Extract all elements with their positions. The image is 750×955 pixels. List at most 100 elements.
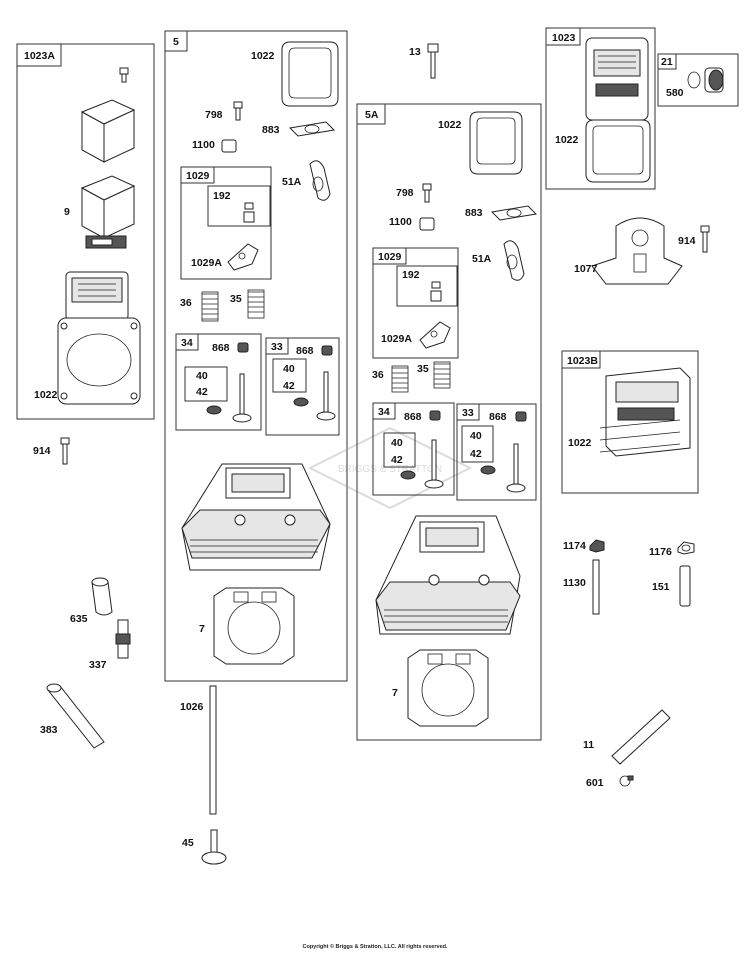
- label-35-a: 35: [230, 293, 242, 305]
- breather-tube-part: [611, 709, 671, 765]
- label-40-a: 40: [196, 370, 208, 382]
- exhaust-valve-b-part: [424, 439, 444, 489]
- group-1023B-frame: [561, 350, 699, 494]
- label-1029A-b: 1029A: [381, 333, 412, 345]
- group-34-b-tag: [372, 402, 396, 420]
- group-5-tag: [164, 30, 188, 52]
- group-1023B-tag: [561, 350, 601, 369]
- label-868-a: 868: [212, 342, 230, 354]
- label-1029-b: 1029: [378, 251, 402, 263]
- bolt-13-part: [427, 43, 439, 79]
- label-5: 5: [173, 36, 179, 48]
- label-192-b: 192: [402, 269, 420, 281]
- valve-spring-36-part: [201, 291, 219, 322]
- group-1029-b-frame: [372, 247, 459, 359]
- screw-798-part: [233, 101, 243, 121]
- copyright-notice: Copyright © Briggs & Stratton, LLC. All …: [302, 944, 448, 950]
- label-13: 13: [409, 46, 421, 58]
- intake-valve-b-part: [506, 443, 526, 493]
- label-151: 151: [652, 581, 670, 593]
- group-5A-tag: [356, 103, 386, 125]
- label-51A-a: 51A: [282, 176, 302, 188]
- spark-plug-tool-part: [46, 683, 105, 749]
- bolt-914-part: [60, 437, 70, 465]
- valve-seal-868-c-part: [429, 410, 441, 421]
- valve-retainer-b-part: [293, 397, 309, 407]
- label-33-b: 33: [462, 407, 474, 419]
- gasket-9-part: [80, 175, 136, 239]
- group-192-b-frame: [396, 265, 458, 307]
- group-40-c-frame: [383, 432, 416, 468]
- label-1176: 1176: [649, 546, 672, 558]
- label-383: 383: [40, 724, 58, 736]
- group-34-b-frame: [372, 402, 455, 496]
- group-1029-a-tag: [180, 166, 215, 184]
- label-40-b: 40: [283, 363, 295, 375]
- head-gasket-b-part: [407, 649, 489, 727]
- label-36-a: 36: [180, 297, 192, 309]
- label-42-b: 42: [283, 380, 295, 392]
- group-192-a-frame: [207, 185, 271, 227]
- label-868-d: 868: [489, 411, 507, 423]
- label-192-a: 192: [213, 190, 231, 202]
- label-798-a: 798: [205, 109, 223, 121]
- group-5A-frame: [356, 103, 542, 741]
- label-1130: 1130: [563, 577, 586, 589]
- label-1023A: 1023A: [24, 50, 55, 62]
- cover-gasket-1023-part: [585, 119, 651, 183]
- label-51A-b: 51A: [472, 253, 492, 265]
- label-1022-b: 1022: [251, 50, 275, 62]
- group-1029-b-tag: [372, 247, 407, 265]
- intake-gasket-883-part: [288, 121, 336, 137]
- label-1023: 1023: [552, 32, 576, 44]
- nut-1176-part: [677, 541, 695, 555]
- label-883-a: 883: [262, 124, 280, 136]
- group-1023-tag: [545, 27, 581, 46]
- label-1029-a: 1029: [186, 170, 210, 182]
- label-868-b: 868: [296, 345, 314, 357]
- label-1022-c: 1022: [438, 119, 462, 131]
- group-21-tag: [657, 53, 677, 70]
- intake-gasket-883-b-part: [490, 205, 538, 221]
- gasket-51A-part: [309, 160, 331, 201]
- valve-spring-35-part: [247, 289, 265, 319]
- exhaust-valve-part: [232, 373, 252, 423]
- group-40-d-frame: [461, 425, 494, 463]
- label-798-b: 798: [396, 187, 414, 199]
- label-36-b: 36: [372, 369, 384, 381]
- label-5A: 5A: [365, 109, 379, 121]
- rocker-cover-gasket-b-part: [469, 111, 523, 175]
- valve-spring-35-b-part: [433, 361, 451, 389]
- label-40-c: 40: [391, 437, 403, 449]
- label-35-b: 35: [417, 363, 429, 375]
- hose-clamp-part: [619, 775, 634, 787]
- label-9: 9: [64, 206, 70, 218]
- screw-part: [119, 67, 129, 83]
- group-33-a-tag: [265, 337, 289, 355]
- spark-plug-part: [115, 619, 131, 659]
- group-40-b-frame: [272, 358, 307, 393]
- watermark-text: BRIGGS & STRATTON: [338, 464, 442, 475]
- label-1026: 1026: [180, 701, 204, 713]
- valve-cover-vanguard-part: [585, 37, 649, 121]
- group-1023A-tag: [16, 43, 62, 67]
- label-40-d: 40: [470, 430, 482, 442]
- label-1029A-a: 1029A: [191, 257, 222, 269]
- rocker-nut-b-part: [430, 281, 442, 302]
- label-34-b: 34: [378, 406, 390, 418]
- intake-valve-part: [316, 371, 336, 421]
- label-914-a: 914: [33, 445, 51, 457]
- group-5-frame: [164, 30, 348, 682]
- label-1022-d: 1022: [555, 134, 579, 146]
- label-45: 45: [182, 837, 194, 849]
- clip-1100-b-part: [419, 217, 435, 231]
- label-21: 21: [661, 56, 673, 68]
- label-1023B: 1023B: [567, 355, 598, 367]
- rocker-cover-gasket-part: [281, 41, 339, 107]
- label-33-a: 33: [271, 341, 283, 353]
- label-1077: 1077: [574, 263, 598, 275]
- sleeve-151-part: [679, 565, 691, 607]
- group-34-a-tag: [175, 333, 199, 351]
- label-1022-a: 1022: [34, 389, 58, 401]
